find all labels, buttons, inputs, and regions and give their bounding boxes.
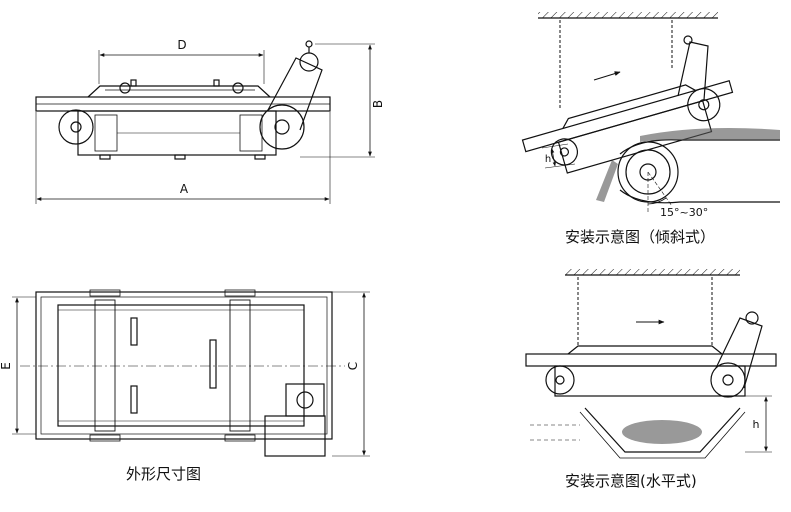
plan-view <box>12 289 370 457</box>
drive-arm <box>715 317 763 389</box>
angle-arc <box>647 197 667 205</box>
tail-pulley <box>58 109 94 145</box>
dimension-label-d: D <box>177 38 186 52</box>
caption-install-tilted: 安装示意图（倾斜式） <box>565 228 716 246</box>
roller <box>94 299 116 432</box>
dimension-label-c: C <box>346 362 360 370</box>
roller <box>229 299 251 432</box>
side-elevation-view <box>35 40 375 204</box>
head-pulley <box>687 88 721 122</box>
horizontal-installation-view <box>525 269 777 459</box>
drive-motor <box>299 52 319 72</box>
dimension-label-h-tilted: h <box>545 154 551 165</box>
angle-label: 15°~30° <box>660 206 708 219</box>
dimension-h-tilted-line <box>551 148 556 167</box>
tail-pulley <box>545 365 575 395</box>
material-pile <box>622 420 702 444</box>
dimension-label-h-horizontal: h <box>753 418 760 431</box>
magnet-bar <box>130 385 138 414</box>
lifting-lug <box>232 82 244 94</box>
conveyor-trough <box>584 407 741 453</box>
drive-motor <box>683 35 693 45</box>
top-housing <box>567 345 723 355</box>
caption-install-horizontal: 安装示意图(水平式) <box>565 472 697 490</box>
magnet-bar <box>209 339 217 389</box>
motor-housing <box>285 383 325 417</box>
top-housing <box>87 85 271 98</box>
drive-motor <box>745 311 759 325</box>
falling-material <box>596 160 618 202</box>
caption-outline-dimensions: 外形尺寸图 <box>126 465 202 483</box>
head-pulley <box>259 104 305 150</box>
dimension-label-a: A <box>180 182 189 196</box>
lifting-lug <box>119 82 131 94</box>
head-pulley <box>710 362 746 398</box>
frame-rail <box>525 353 777 367</box>
belt-body <box>57 304 305 427</box>
direction-arrow <box>593 71 621 81</box>
frame-outline <box>35 291 333 440</box>
drive-arm <box>677 41 709 101</box>
magnet-body <box>554 365 746 397</box>
tilted-installation-view <box>521 12 780 212</box>
magnet-bar <box>130 317 138 346</box>
dimension-label-b: B <box>371 100 385 108</box>
motor-base <box>264 415 326 457</box>
frame-rail <box>521 80 734 153</box>
material-on-belt <box>640 128 780 142</box>
dimension-label-e: E <box>0 362 13 370</box>
drive-arm <box>267 57 323 131</box>
